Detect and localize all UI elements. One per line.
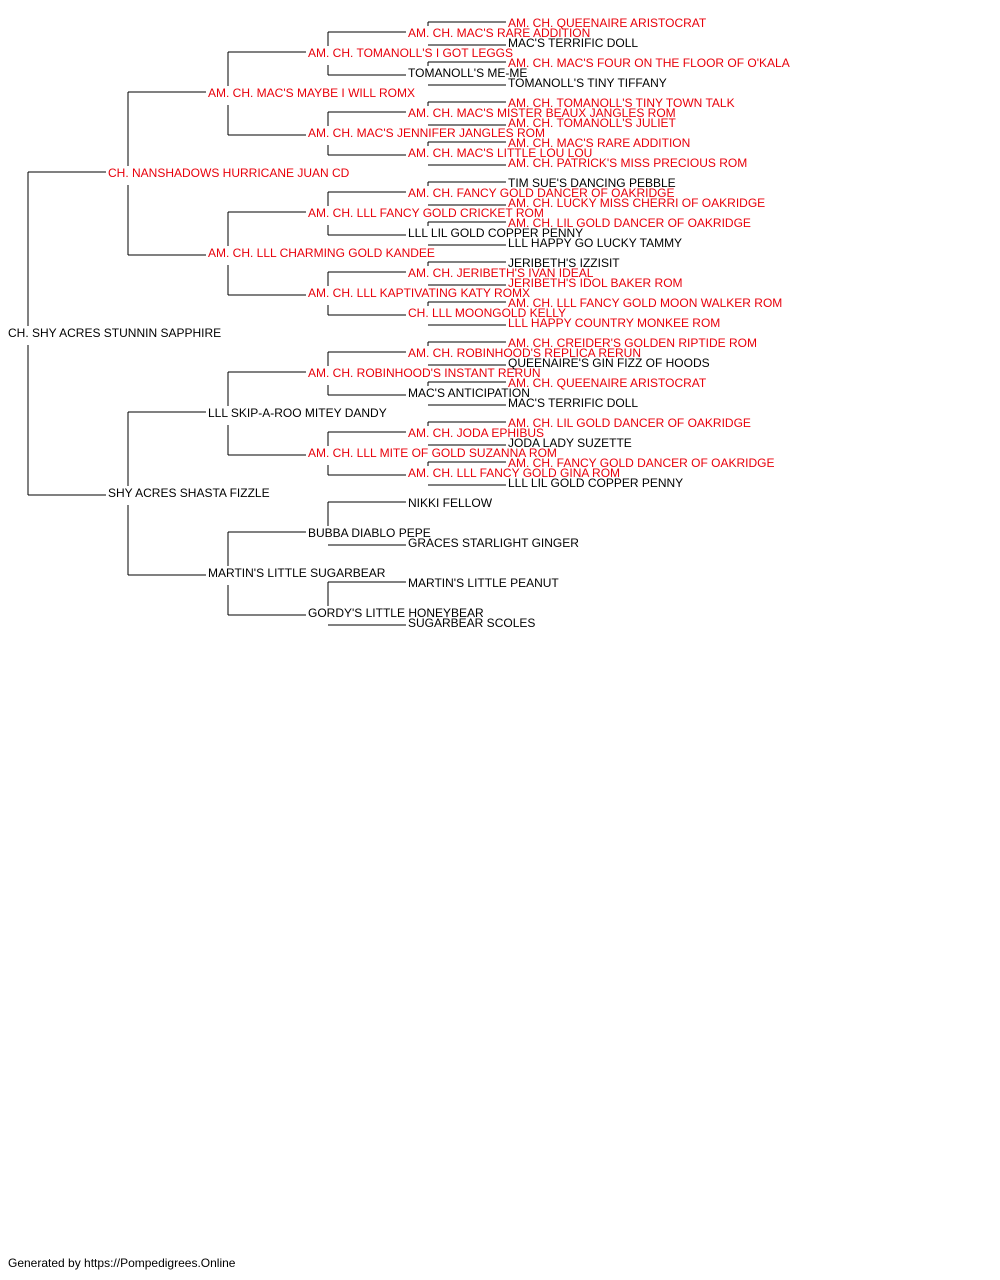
dog-name-gen5: AM. CH. LUCKY MISS CHERRI OF OAKRIDGE [508, 196, 765, 210]
dog-name-gen5: LLL HAPPY COUNTRY MONKEE ROM [508, 316, 720, 330]
dog-name-gen4: AM. CH. JODA EPHIBUS [408, 426, 544, 440]
dog-name-gen5: MAC'S TERRIFIC DOLL [508, 36, 638, 50]
dog-name-gen3: AM. CH. ROBINHOOD'S INSTANT RERUN [308, 366, 541, 380]
dog-name-gen3: AM. CH. LLL FANCY GOLD CRICKET ROM [308, 206, 544, 220]
dog-name-gen4: AM. CH. MAC'S RARE ADDITION [408, 26, 590, 40]
dog-name-gen5: AM. CH. TOMANOLL'S TINY TOWN TALK [508, 96, 735, 110]
dog-name-gen5: QUEENAIRE'S GIN FIZZ OF HOODS [508, 356, 710, 370]
dog-name-gen3: AM. CH. TOMANOLL'S I GOT LEGGS [308, 46, 513, 60]
dog-name-gen2: MARTIN'S LITTLE SUGARBEAR [208, 566, 386, 580]
dog-name-gen5: TOMANOLL'S TINY TIFFANY [508, 76, 667, 90]
dog-name-gen5: LLL LIL GOLD COPPER PENNY [508, 476, 683, 490]
dog-name-gen4: AM. CH. MAC'S MISTER BEAUX JANGLES ROM [408, 106, 676, 120]
dog-name-gen2: AM. CH. MAC'S MAYBE I WILL ROMX [208, 86, 415, 100]
dog-name-gen5: LLL HAPPY GO LUCKY TAMMY [508, 236, 682, 250]
dog-name-gen3: BUBBA DIABLO PEPE [308, 526, 431, 540]
dog-name-gen4: SUGARBEAR SCOLES [408, 616, 535, 630]
dog-name-gen5: AM. CH. PATRICK'S MISS PRECIOUS ROM [508, 156, 747, 170]
dog-name-gen5: AM. CH. MAC'S FOUR ON THE FLOOR OF O'KAL… [508, 56, 790, 70]
dog-name-gen3: AM. CH. LLL MITE OF GOLD SUZANNA ROM [308, 446, 557, 460]
dog-name-gen2: LLL SKIP-A-ROO MITEY DANDY [208, 406, 387, 420]
dog-name-gen1: CH. NANSHADOWS HURRICANE JUAN CD [108, 166, 350, 180]
dog-name-gen5: AM. CH. QUEENAIRE ARISTOCRAT [508, 376, 707, 390]
dog-name-gen4: AM. CH. ROBINHOOD'S REPLICA RERUN [408, 346, 641, 360]
dog-name-gen3: GORDY'S LITTLE HONEYBEAR [308, 606, 484, 620]
dog-name-gen5: JERIBETH'S IDOL BAKER ROM [508, 276, 683, 290]
dog-name-gen4: AM. CH. MAC'S LITTLE LOU LOU [408, 146, 592, 160]
dog-name-gen4: LLL LIL GOLD COPPER PENNY [408, 226, 583, 240]
dog-name-gen3: AM. CH. LLL KAPTIVATING KATY ROMX [308, 286, 530, 300]
dog-name-gen0: CH. SHY ACRES STUNNIN SAPPHIRE [8, 326, 221, 340]
dog-name-gen5: JODA LADY SUZETTE [508, 436, 632, 450]
dog-name-gen4: CH. LLL MOONGOLD KELLY [408, 306, 566, 320]
dog-name-gen5: AM. CH. LIL GOLD DANCER OF OAKRIDGE [508, 216, 751, 230]
dog-name-gen5: AM. CH. CREIDER'S GOLDEN RIPTIDE ROM [508, 336, 757, 350]
footer-credit: Generated by https://Pompedigrees.Online [8, 1256, 236, 1270]
dog-name-gen5: AM. CH. LIL GOLD DANCER OF OAKRIDGE [508, 416, 751, 430]
dog-name-gen5: AM. CH. FANCY GOLD DANCER OF OAKRIDGE [508, 456, 774, 470]
dog-name-gen4: MAC'S ANTICIPATION [408, 386, 530, 400]
dog-name-gen5: AM. CH. MAC'S RARE ADDITION [508, 136, 690, 150]
dog-name-gen4: AM. CH. JERIBETH'S IVAN IDEAL [408, 266, 594, 280]
dog-name-gen4: NIKKI FELLOW [408, 496, 493, 510]
dog-name-gen5: AM. CH. QUEENAIRE ARISTOCRAT [508, 16, 707, 30]
dog-name-gen2: AM. CH. LLL CHARMING GOLD KANDEE [208, 246, 435, 260]
dog-name-gen5: JERIBETH'S IZZISIT [508, 256, 620, 270]
dog-name-gen4: MARTIN'S LITTLE PEANUT [408, 576, 559, 590]
dog-name-gen5: AM. CH. LLL FANCY GOLD MOON WALKER ROM [508, 296, 782, 310]
dog-name-gen4: TOMANOLL'S ME-ME [408, 66, 527, 80]
dog-name-gen5: AM. CH. TOMANOLL'S JULIET [508, 116, 677, 130]
dog-name-gen5: TIM SUE'S DANCING PEBBLE [508, 176, 676, 190]
dog-name-gen5: MAC'S TERRIFIC DOLL [508, 396, 638, 410]
dog-name-gen1: SHY ACRES SHASTA FIZZLE [108, 486, 270, 500]
dog-name-gen3: AM. CH. MAC'S JENNIFER JANGLES ROM [308, 126, 545, 140]
dog-name-gen4: AM. CH. LLL FANCY GOLD GINA ROM [408, 466, 620, 480]
dog-name-gen4: GRACES STARLIGHT GINGER [408, 536, 579, 550]
dog-name-gen4: AM. CH. FANCY GOLD DANCER OF OAKRIDGE [408, 186, 674, 200]
